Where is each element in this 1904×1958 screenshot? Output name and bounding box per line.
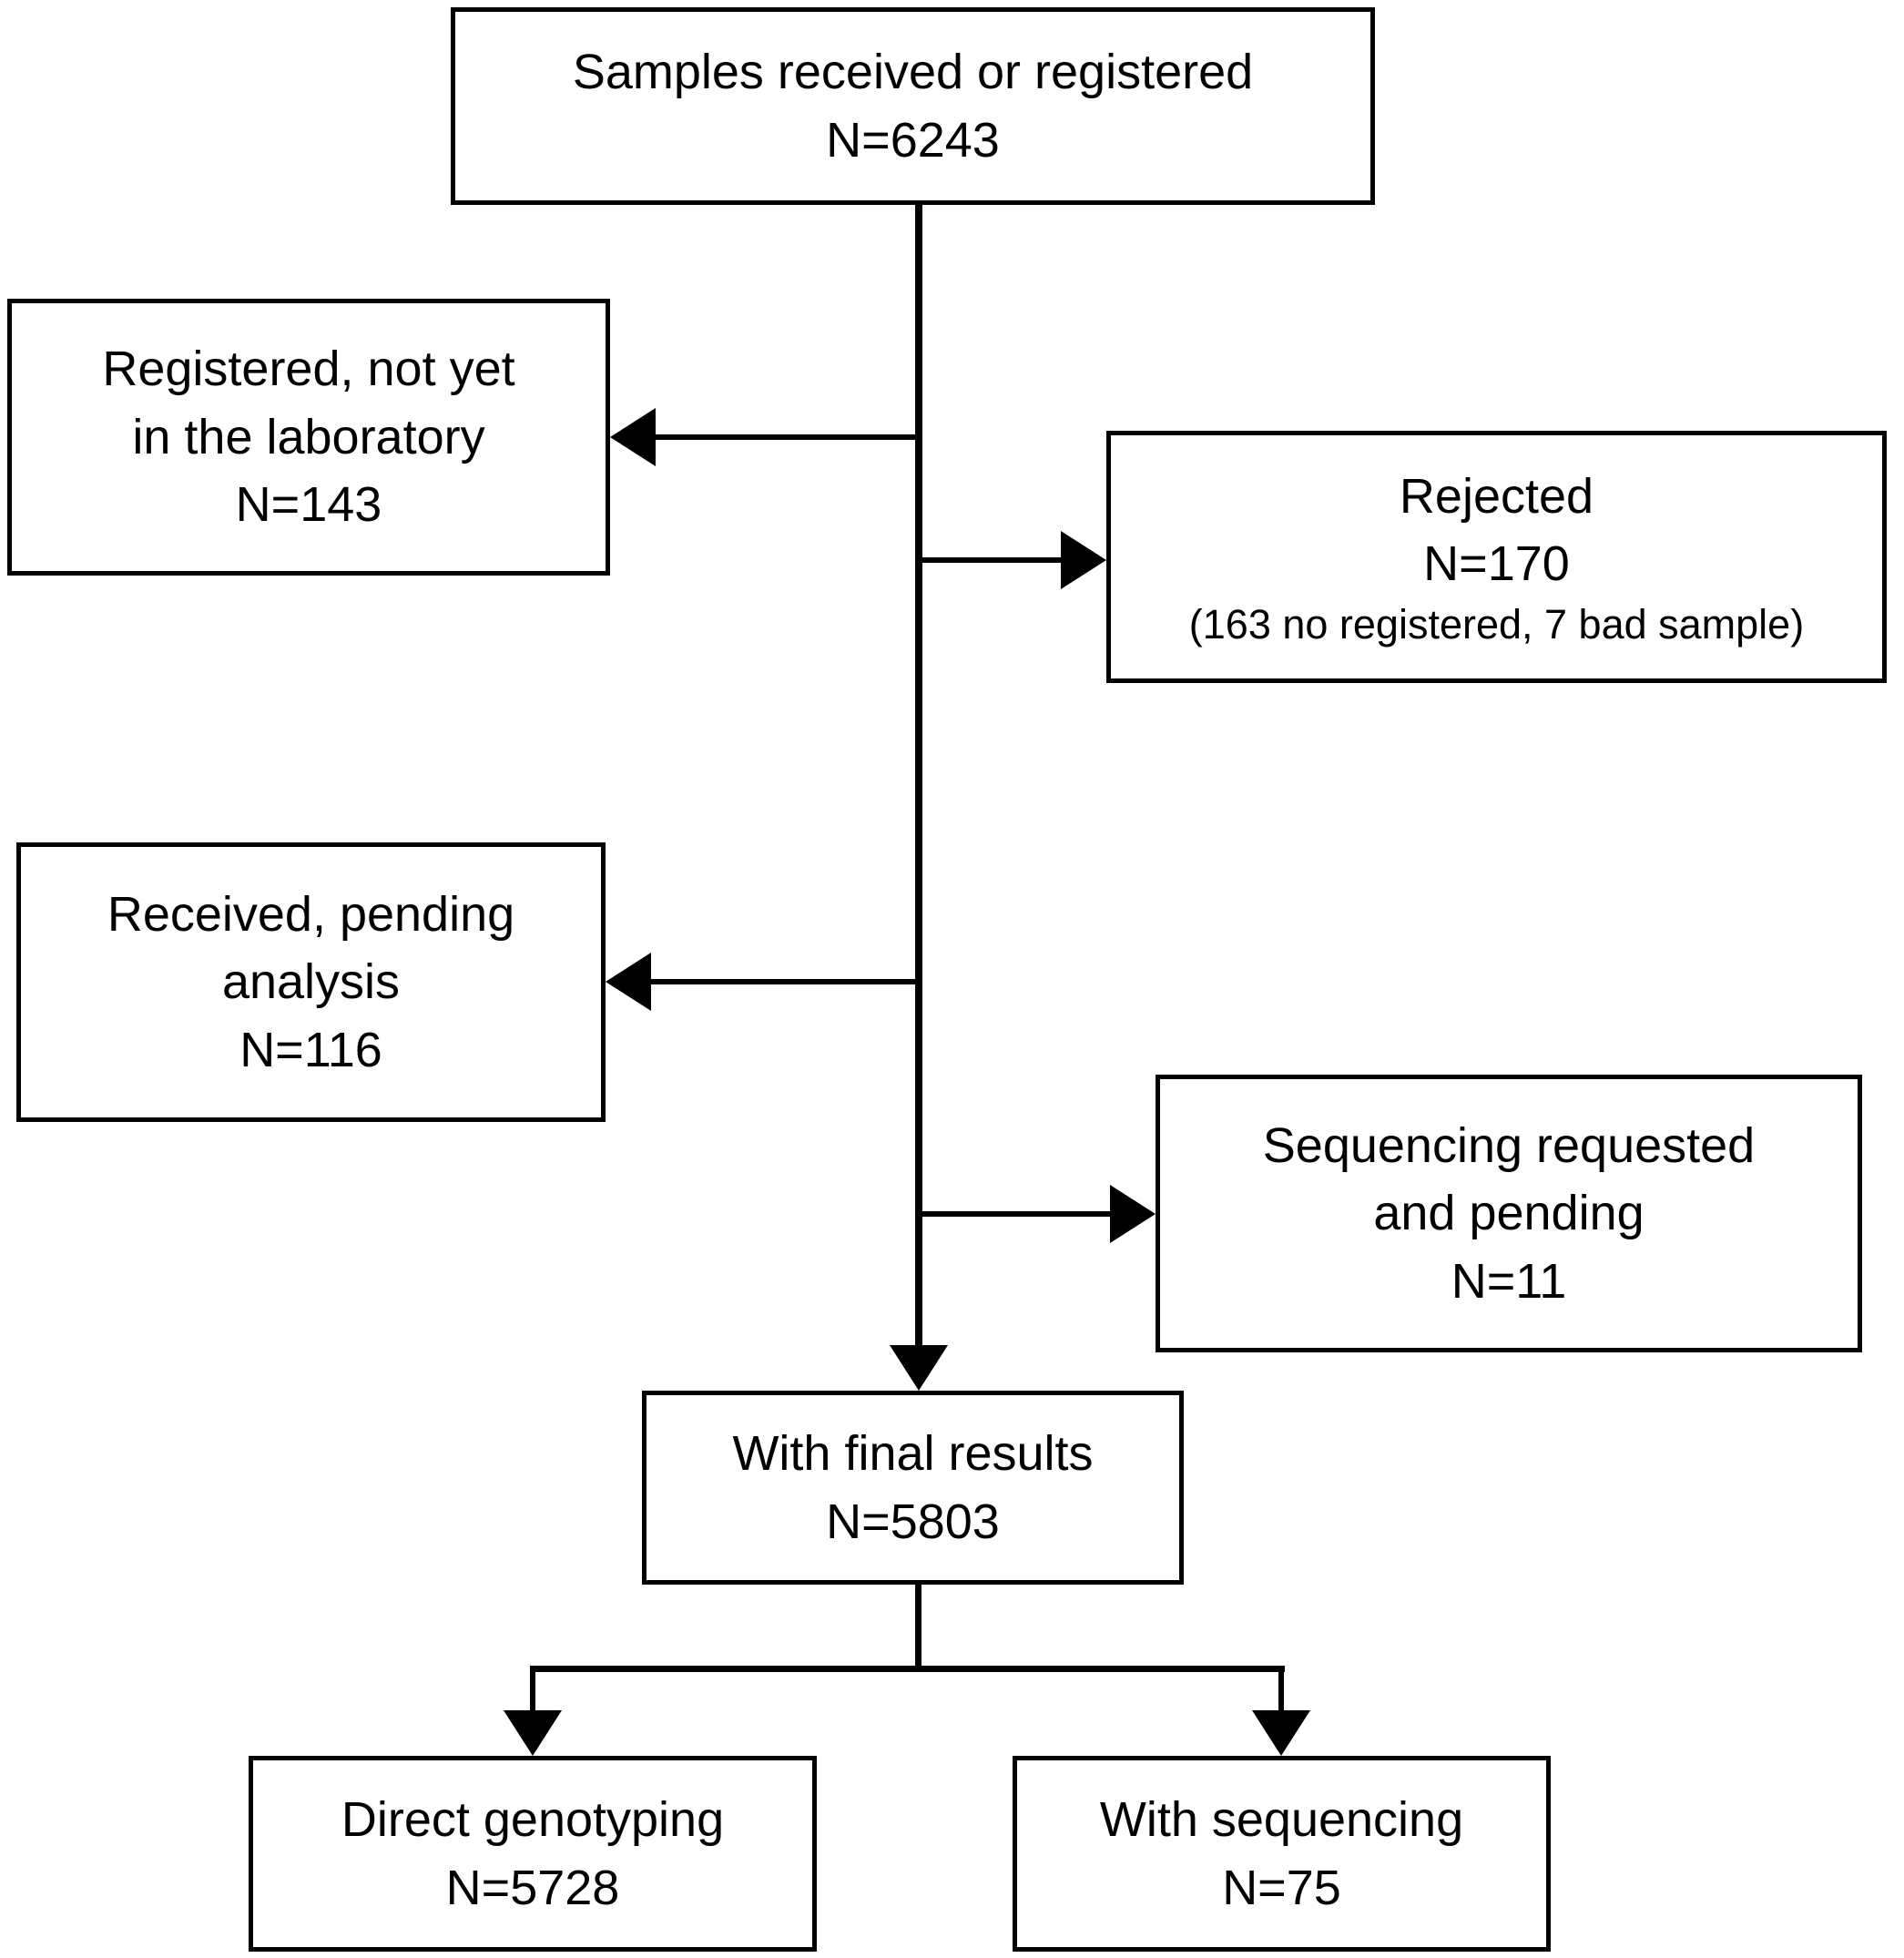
node-registered-label-line2: in the laboratory bbox=[132, 409, 485, 464]
node-with-sequencing: With sequencing N=75 bbox=[1013, 1756, 1551, 1952]
arrowhead-to-rejected-icon bbox=[1061, 531, 1106, 589]
node-sequencing-pending: Sequencing requested and pending N=11 bbox=[1156, 1075, 1862, 1352]
connector-to-rejected bbox=[919, 557, 1063, 563]
node-sequencing-label-line2: and pending bbox=[1373, 1186, 1644, 1241]
node-sequencing-label-line1: Sequencing requested bbox=[1262, 1117, 1756, 1173]
node-received-count: N=116 bbox=[239, 1022, 382, 1077]
arrowhead-to-with-sequencing-icon bbox=[1252, 1710, 1310, 1756]
node-final-results: With final results N=5803 bbox=[642, 1391, 1184, 1585]
connector-split-horizontal bbox=[530, 1666, 1285, 1672]
node-withseq-count: N=75 bbox=[1222, 1860, 1341, 1915]
arrowhead-to-sequencing-icon bbox=[1110, 1185, 1156, 1243]
node-registered-label-line1: Registered, not yet bbox=[102, 342, 515, 397]
node-final-count: N=5803 bbox=[826, 1494, 1000, 1549]
connector-to-sequencing bbox=[919, 1211, 1112, 1217]
node-received-label-line2: analysis bbox=[221, 954, 401, 1010]
connector-to-received bbox=[649, 979, 919, 984]
arrowhead-to-registered-icon bbox=[610, 408, 656, 466]
node-samples-received: Samples received or registered N=6243 bbox=[451, 7, 1375, 205]
node-rejected: Rejected N=170 (163 no registered, 7 bad… bbox=[1106, 431, 1887, 683]
node-rejected-count: N=170 bbox=[1423, 536, 1570, 592]
node-rejected-note: (163 no registered, 7 bad sample) bbox=[1188, 600, 1805, 648]
connector-main-vertical bbox=[915, 202, 922, 1348]
node-samples-label: Samples received or registered bbox=[572, 44, 1254, 99]
node-registered-not-in-lab: Registered, not yet in the laboratory N=… bbox=[7, 299, 610, 576]
node-rejected-label: Rejected bbox=[1399, 468, 1594, 524]
node-sequencing-count: N=11 bbox=[1451, 1253, 1567, 1309]
connector-branch-left bbox=[530, 1668, 535, 1714]
node-withseq-label: With sequencing bbox=[1099, 1791, 1464, 1847]
node-genotyping-label: Direct genotyping bbox=[341, 1791, 725, 1847]
node-received-label-line1: Received, pending bbox=[107, 886, 515, 942]
node-received-pending: Received, pending analysis N=116 bbox=[16, 842, 606, 1122]
node-genotyping-count: N=5728 bbox=[445, 1860, 620, 1915]
arrowhead-to-received-icon bbox=[606, 953, 651, 1011]
node-final-label: With final results bbox=[732, 1425, 1094, 1481]
connector-to-registered bbox=[652, 434, 918, 440]
connector-branch-right bbox=[1278, 1668, 1284, 1714]
node-samples-count: N=6243 bbox=[826, 112, 1000, 168]
node-registered-count: N=143 bbox=[235, 477, 382, 533]
node-direct-genotyping: Direct genotyping N=5728 bbox=[249, 1756, 817, 1952]
connector-final-out bbox=[915, 1583, 921, 1671]
arrowhead-to-direct-genotyping-icon bbox=[504, 1710, 562, 1756]
arrowhead-to-final-results-icon bbox=[890, 1345, 948, 1391]
